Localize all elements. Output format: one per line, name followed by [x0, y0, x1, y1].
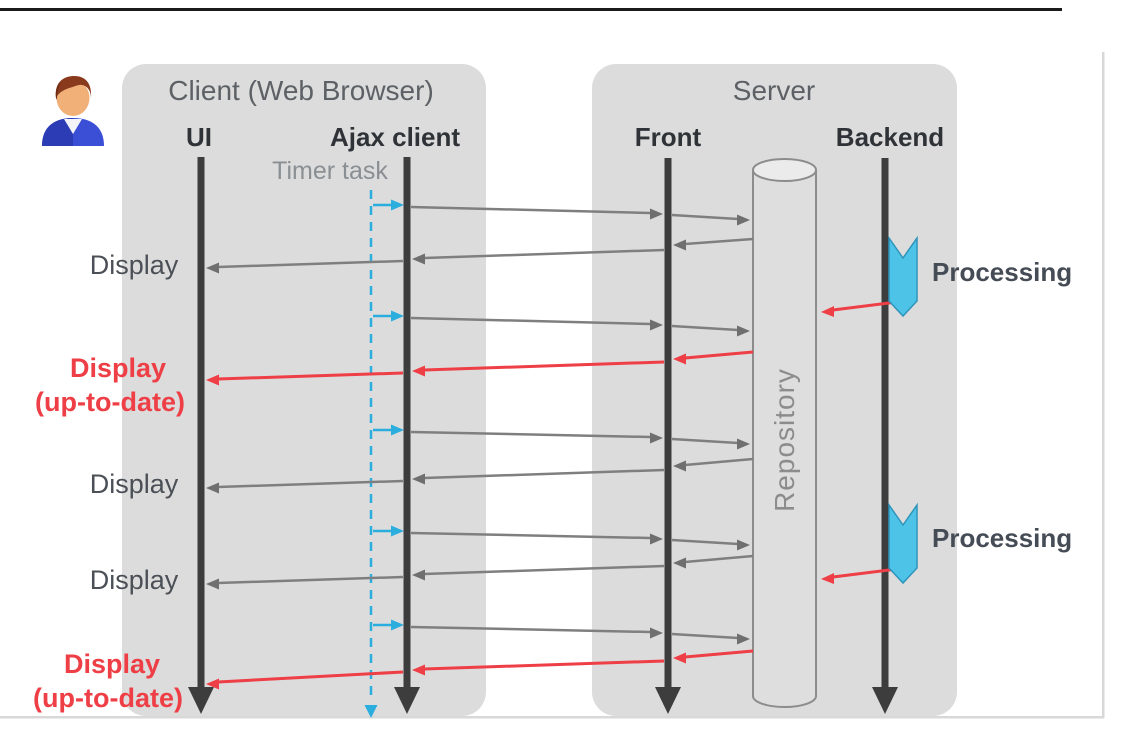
repository-label: Repository	[769, 368, 800, 512]
response-arrow	[206, 554, 754, 590]
display-uptodate-event-label: Display (up-to-date)	[35, 353, 185, 417]
client-panel-title: Client (Web Browser)	[168, 75, 434, 106]
server-panel-title: Server	[733, 75, 815, 106]
display-event-label: Display	[90, 565, 179, 595]
fresh-response-arrow	[206, 649, 754, 690]
backend-lifeline	[872, 158, 898, 714]
ui-lifeline	[188, 157, 214, 714]
svg-text:(up-to-date): (up-to-date)	[35, 387, 185, 417]
timer-tick-arrow-icon	[373, 199, 404, 211]
timer-tick-arrow-icon	[373, 424, 404, 436]
request-arrow	[410, 531, 750, 551]
response-arrow	[206, 457, 754, 494]
request-arrow	[410, 316, 750, 337]
ajax-lifeline-label: Ajax client	[330, 122, 460, 152]
display-event-label: Display	[90, 250, 179, 280]
processing-chevron-icon	[888, 235, 918, 318]
ui-lifeline-label: UI	[186, 122, 212, 152]
timer-task-label: Timer task	[272, 157, 388, 185]
front-lifeline	[655, 158, 681, 714]
timer-tick-arrow-icon	[373, 525, 404, 537]
display-uptodate-event-label: Display (up-to-date)	[33, 649, 183, 713]
fresh-response-arrow	[206, 350, 754, 386]
timer-tick-arrow-icon	[373, 310, 404, 322]
backend-lifeline-label: Backend	[836, 122, 944, 152]
front-lifeline-label: Front	[635, 122, 702, 152]
user-icon	[42, 76, 104, 146]
timer-task-lifeline	[364, 190, 378, 718]
bottom-border-line	[0, 716, 1104, 719]
svg-text:Display: Display	[64, 649, 160, 679]
top-border-line	[0, 8, 1062, 11]
client-panel	[122, 64, 486, 716]
processing-chevron-icon	[888, 502, 918, 585]
right-border-line	[1102, 52, 1105, 718]
display-event-label: Display	[90, 469, 179, 499]
timer-tick-arrow-icon	[373, 619, 404, 631]
processing-label: Processing	[932, 523, 1072, 553]
response-arrow	[206, 237, 754, 274]
repository-cylinder: Repository	[752, 158, 817, 708]
request-arrow	[410, 205, 750, 226]
request-arrow	[410, 430, 750, 450]
svg-text:Display: Display	[70, 353, 166, 383]
processing-label: Processing	[932, 257, 1072, 287]
svg-text:(up-to-date): (up-to-date)	[33, 683, 183, 713]
request-arrow	[410, 625, 750, 645]
ajax-client-lifeline	[394, 157, 420, 714]
